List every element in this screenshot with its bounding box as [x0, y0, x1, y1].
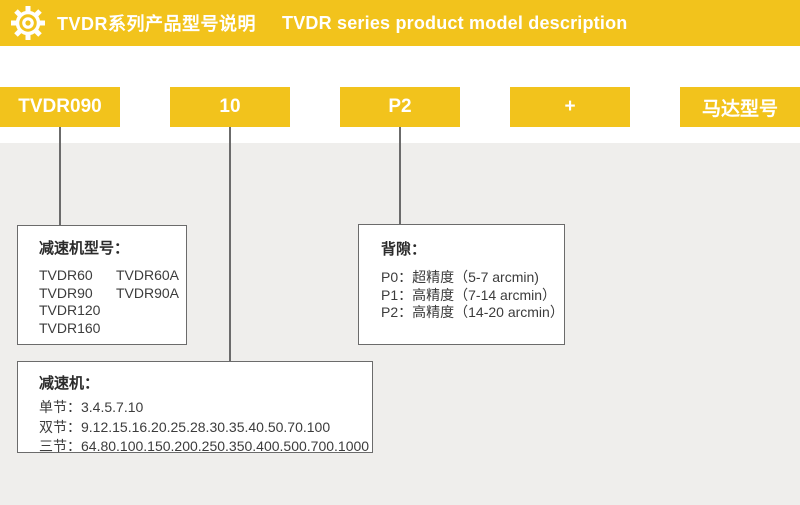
- gearbox-model-value: TVDR90A: [116, 284, 180, 301]
- gearbox-model-value: TVDR120: [39, 302, 101, 318]
- connector-gearbox-model: [59, 127, 61, 225]
- model-segment-motor: 马达型号: [680, 87, 800, 127]
- header-bar: TVDR系列产品型号说明 TVDR series product model d…: [0, 0, 800, 46]
- ratio-box: 减速机： 单节：3.4.5.7.10 双节：9.12.15.16.20.25.2…: [17, 361, 373, 454]
- gear-icon: [10, 5, 46, 41]
- model-segment-plus: +: [510, 87, 630, 127]
- connector-ratio: [229, 127, 231, 361]
- model-segment-backlash: P2: [340, 87, 460, 127]
- backlash-line-p2: P2：高精度（14-20 arcmin）: [381, 304, 564, 320]
- connector-backlash: [399, 127, 401, 224]
- list-item: TVDR160: [39, 320, 186, 338]
- gearbox-model-value: TVDR60: [39, 267, 93, 283]
- gearbox-model-box: 减速机型号： TVDR60 TVDR60A TVDR90 TVDR90A TVD…: [17, 225, 187, 345]
- backlash-line-p0: P0：超精度（5-7 arcmin): [381, 269, 539, 285]
- gearbox-model-value: TVDR90: [39, 284, 93, 301]
- backlash-title: 背隙：: [381, 241, 427, 258]
- page-title-zh: TVDR系列产品型号说明: [57, 14, 256, 34]
- model-segment-ratio: 10: [170, 87, 290, 127]
- ratio-line-triple: 三节：64.80.100.150.200.250.350.400.500.700…: [39, 438, 370, 454]
- model-segment-series: TVDR090: [0, 87, 120, 127]
- ratio-title: 减速机：: [39, 375, 100, 392]
- gearbox-model-value: TVDR60A: [116, 267, 180, 283]
- list-item: TVDR120: [39, 302, 186, 320]
- ratio-line-double: 双节：9.12.15.16.20.25.28.30.35.40.50.70.10…: [39, 418, 331, 435]
- gearbox-model-value: TVDR160: [39, 319, 101, 336]
- list-item: TVDR90 TVDR90A: [39, 285, 186, 303]
- gearbox-model-title: 减速机型号：: [39, 240, 130, 257]
- backlash-box: 背隙： P0：超精度（5-7 arcmin) P1：高精度（7-14 arcmi…: [358, 224, 565, 345]
- page-title-en: TVDR series product model description: [282, 12, 628, 33]
- ratio-line-single: 单节：3.4.5.7.10: [39, 399, 144, 415]
- backlash-line-p1: P1：高精度（7-14 arcmin）: [381, 286, 557, 303]
- list-item: TVDR60 TVDR60A: [39, 267, 186, 285]
